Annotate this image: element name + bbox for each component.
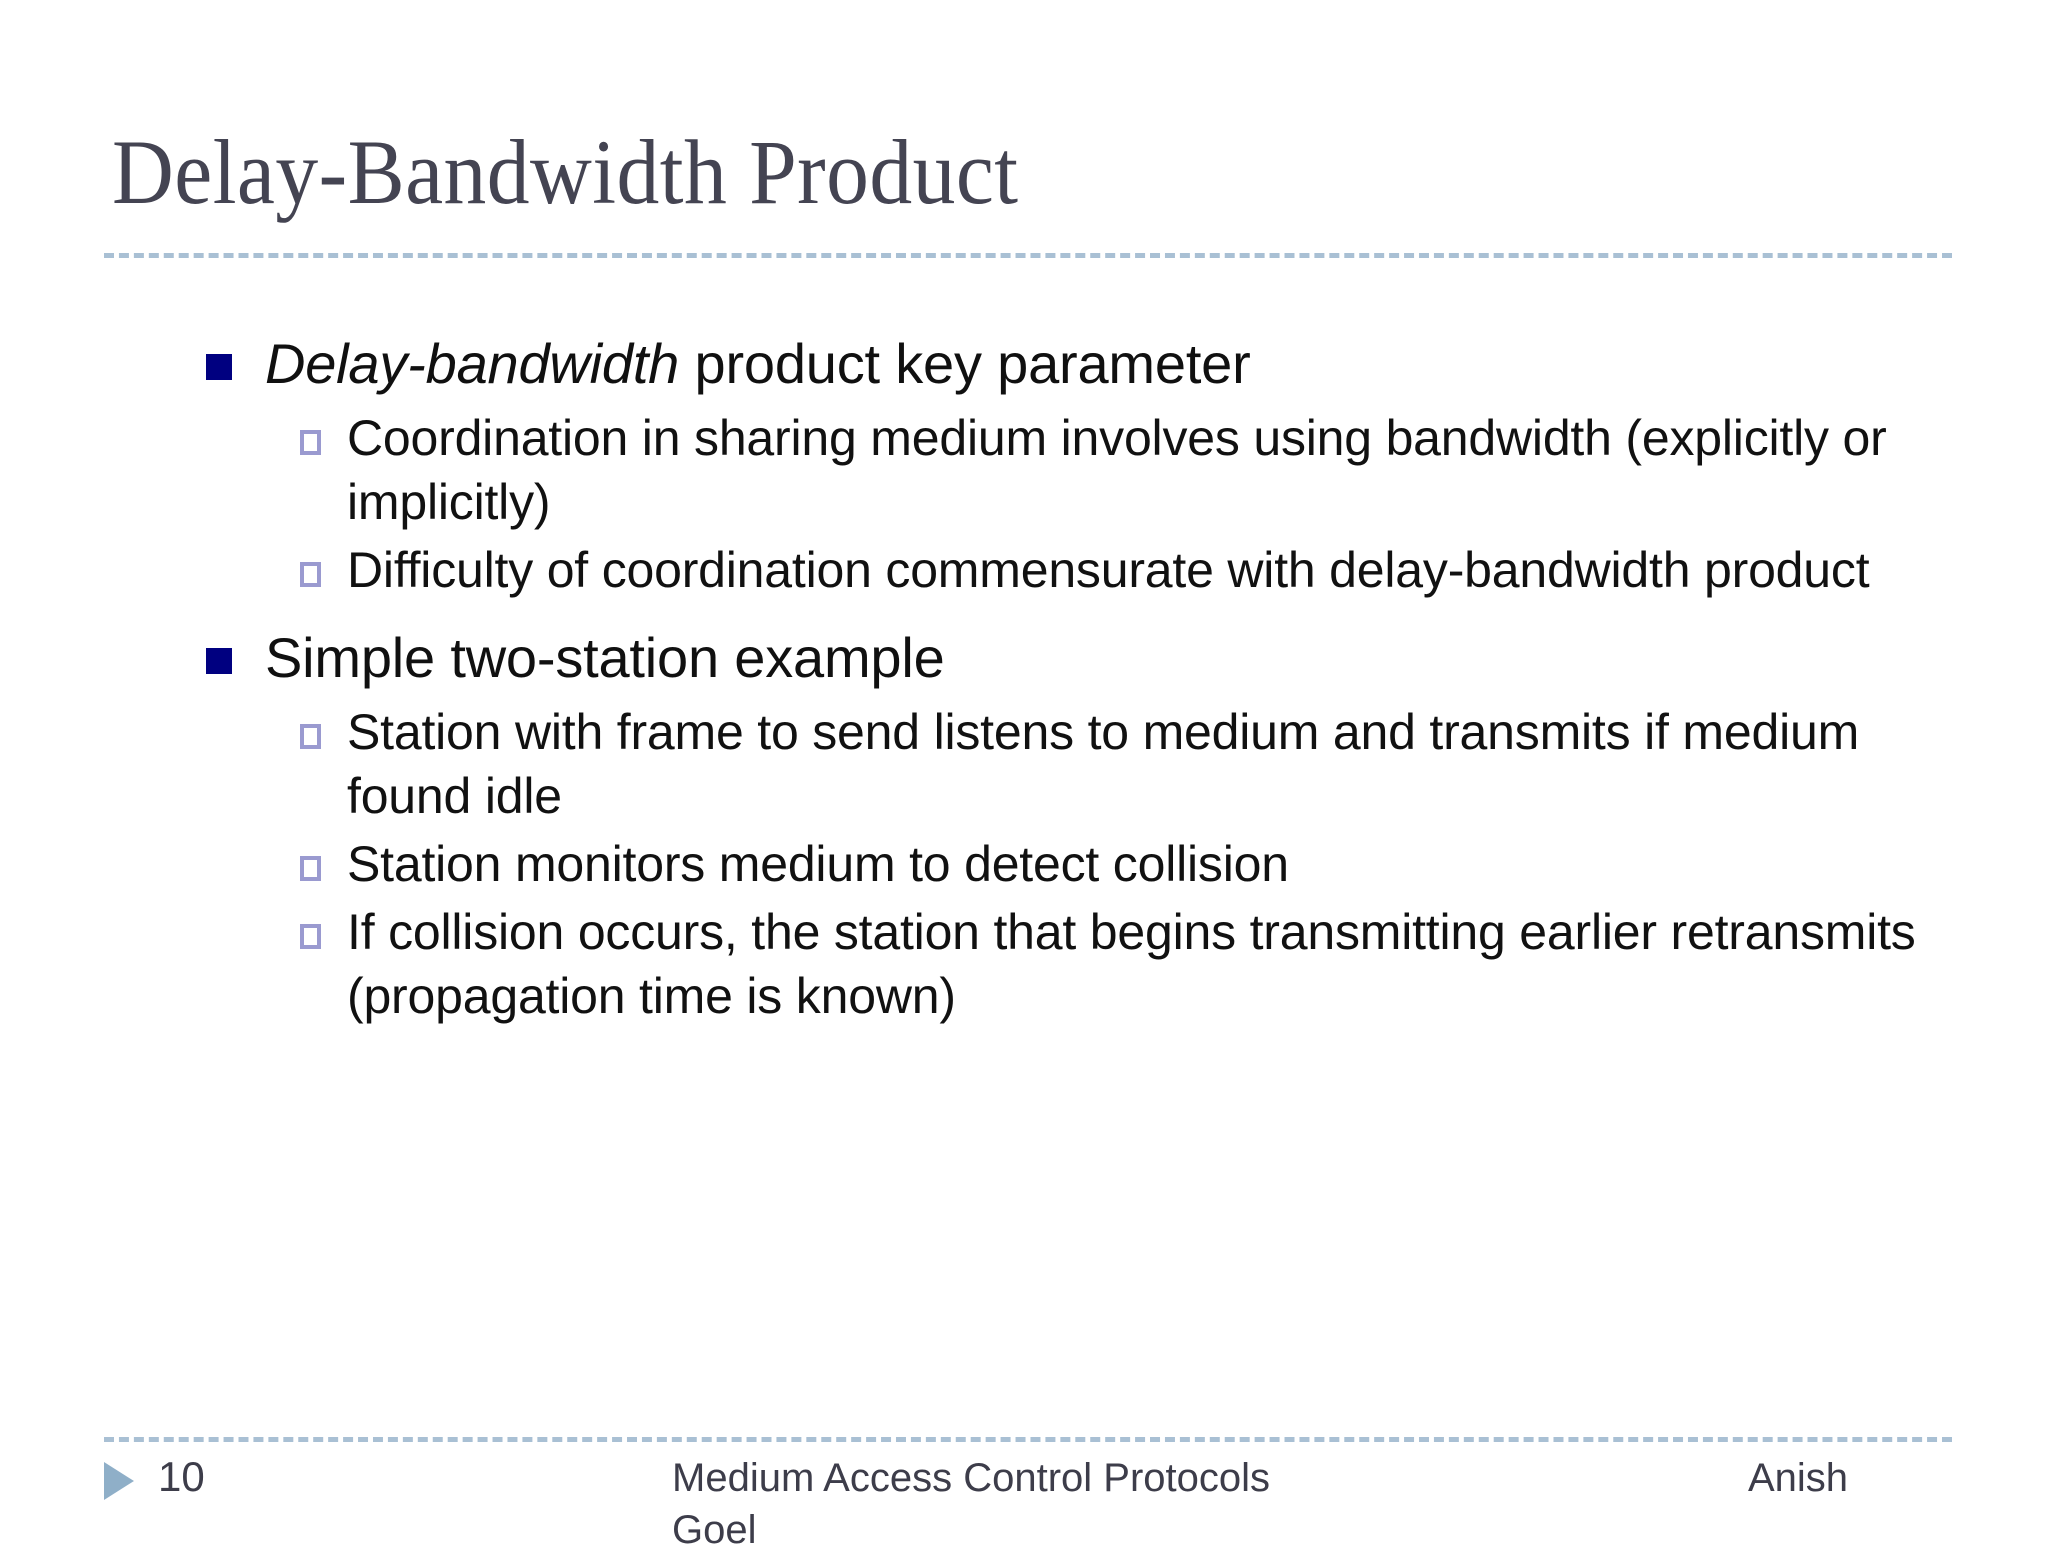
slide-footer: 10 Medium Access Control Protocols Goel … xyxy=(0,1452,2048,1552)
page-title: Delay-Bandwidth Product xyxy=(112,121,1019,223)
bullet-level1-item: Delay-bandwidth product key parameter xyxy=(150,328,2020,400)
hollow-square-bullet-icon xyxy=(300,562,321,587)
bullet-level2-item: Station with frame to send listens to me… xyxy=(150,700,2020,828)
bullet-level2-item: Difficulty of coordination commensurate … xyxy=(150,538,2020,602)
filled-square-bullet-icon xyxy=(206,648,232,674)
hollow-square-bullet-icon xyxy=(300,430,321,455)
bullet-level2-label: If collision occurs, the station that be… xyxy=(347,904,1916,1024)
slide-body: Delay-bandwidth product key parameter Co… xyxy=(150,328,2020,1032)
bullet-level2-item: Coordination in sharing medium involves … xyxy=(150,406,2020,534)
bullet-level2-item: If collision occurs, the station that be… xyxy=(150,900,2020,1028)
footer-author-text: Anish xyxy=(1747,1456,1848,1500)
bullet-level2-item: Station monitors medium to detect collis… xyxy=(150,832,2020,896)
footer-center-text: Medium Access Control Protocols Goel xyxy=(672,1456,1271,1552)
bullet-level2-label: Station monitors medium to detect collis… xyxy=(347,836,1289,892)
bullet-level1-item: Simple two-station example xyxy=(150,622,2020,694)
bullet-level2-label: Difficulty of coordination commensurate … xyxy=(347,542,1870,598)
hollow-square-bullet-icon xyxy=(300,924,321,949)
footer-divider xyxy=(104,1437,1952,1442)
bullet-level2-label: Station with frame to send listens to me… xyxy=(347,704,1860,824)
bullet-level1-label: Simple two-station example xyxy=(265,622,945,694)
bullet-italic-text: Delay-bandwidth xyxy=(265,332,680,395)
filled-square-bullet-icon xyxy=(206,354,232,380)
bullet-level2-label: Coordination in sharing medium involves … xyxy=(347,410,1887,530)
bullet-level1-label: Delay-bandwidth product key parameter xyxy=(265,328,1251,400)
title-block: Delay-Bandwidth Product xyxy=(112,122,1962,242)
triangle-icon xyxy=(104,1462,134,1500)
slide-number: 10 xyxy=(158,1453,205,1500)
title-divider xyxy=(104,253,1952,258)
bullet-plain-text: Simple two-station example xyxy=(265,626,945,689)
bullet-plain-text: product key parameter xyxy=(679,332,1251,395)
hollow-square-bullet-icon xyxy=(300,724,321,749)
hollow-square-bullet-icon xyxy=(300,856,321,881)
